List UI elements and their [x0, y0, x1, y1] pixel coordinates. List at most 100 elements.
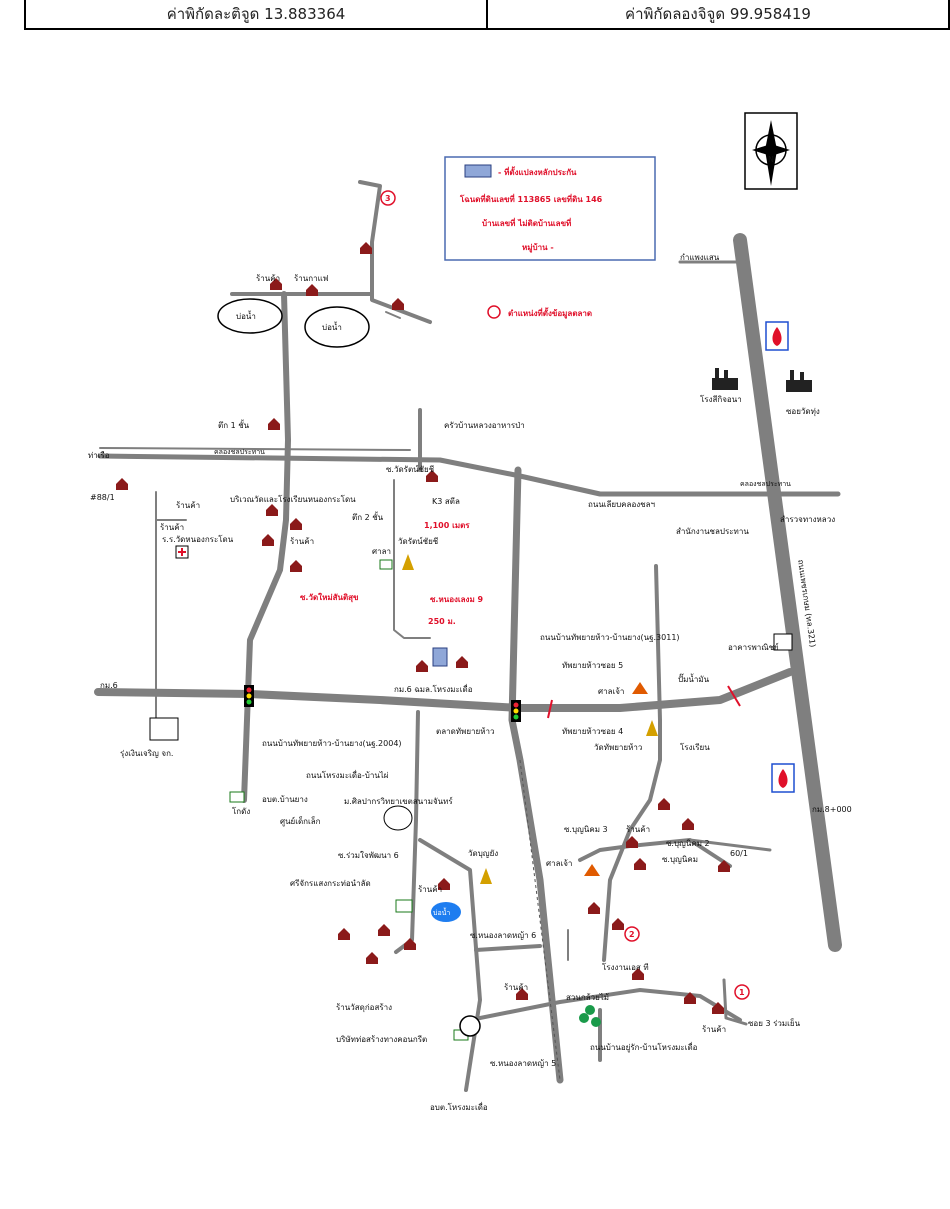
label-soi-nong2: ซ.หนองลาดหญ้า 6: [470, 931, 536, 940]
label-km-mark: กม.8+000: [812, 805, 852, 814]
label-shrine: ศาลเจ้า: [598, 687, 624, 696]
label-school-w: ร.ร.วัดหนองกระโดน: [162, 534, 234, 544]
label-childcare: ศูนย์เด็กเล็ก: [280, 816, 321, 827]
label-factory: โรงสีกิจอนา: [700, 394, 742, 404]
longitude-cell: ค่าพิกัดลองจิจูด 99.958419: [486, 0, 948, 28]
label-addr: #88/1: [90, 493, 115, 502]
shrine-icon: [632, 682, 648, 694]
legend-marker-text: ตำแหน่งที่ตั้งข้อมูลตลาด: [508, 307, 592, 319]
label-warehouse: โกดัง: [232, 806, 250, 816]
label-soi-nong: ซ.หนองเลงม 9: [430, 595, 484, 604]
label-factory2: โรงงานเอส ที: [602, 962, 649, 972]
label-soi-e: ซอยวัดทุ่ง: [786, 407, 820, 416]
label-gas: ปั๊มน้ำมัน: [678, 673, 710, 684]
gas-station-icon: [765, 321, 789, 351]
label-market-tai: ตลาดทัพยายห้าว: [436, 727, 494, 736]
temple-icon-3: [480, 868, 492, 884]
label-addr-e: 60/1: [730, 849, 748, 858]
pond-2: [304, 306, 370, 348]
pond-2-label: บ่อน้ำ: [322, 321, 342, 332]
label-kamphaeng: กำแพงแสน: [680, 253, 720, 262]
label-km6-west: กม.6: [100, 681, 118, 690]
label-obt: อบต.บ้านยาง: [262, 795, 308, 804]
label-soi-wat-mai: ซ.วัดใหม่สันติสุข: [300, 592, 359, 603]
mail-icon-2: [229, 791, 245, 803]
mail-icon-3: [395, 899, 413, 913]
legend-box: - ที่ตั้งแปลงหลักประกัน โฉนดที่ดินเลขที่…: [444, 156, 656, 261]
label-office: สำนักงานชลประทาน: [676, 527, 749, 536]
label-soi-bun3: ซ.บุญนิคม 3: [564, 825, 608, 834]
label-canal-name-east: คลองชลประทาน: [740, 480, 791, 488]
label-road-2004: ถนนบ้านทัพยายห้าว-บ้านยาง(นฐ.2004): [262, 739, 402, 748]
label-soi-bun2: ซ.บุญนิคม 2: [666, 839, 710, 848]
collateral-plot-icon: [432, 647, 448, 667]
market-marker-3-icon: [380, 190, 396, 206]
shrine-icon-2: [584, 864, 600, 876]
coordinates-header: ค่าพิกัดละติจูด 13.883364 ค่าพิกัดลองจิจ…: [24, 0, 950, 30]
roong-building: [149, 717, 179, 741]
legend-line1: - ที่ตั้งแปลงหลักประกัน: [498, 166, 577, 177]
label-forest: สำรวจทางหลวง: [780, 515, 835, 524]
label-soi-rama: ซ.ร่วมใจพัฒนา 6: [338, 851, 399, 860]
pond-1: [217, 298, 283, 334]
label-soi5: ทัพยายห้าวซอย 5: [562, 661, 623, 670]
label-soi-nong5: ซ.หนองลาดหญ้า 5: [490, 1059, 556, 1068]
label-univ: ม.ศิลปากรวิทยาเขตสนามจันทร์: [344, 796, 453, 806]
label-pipe: บริษัทท่อสร้างทางคอนกรีต: [336, 1035, 427, 1044]
marker-1-label: 1: [739, 988, 745, 997]
label-obt-nong: อบต.โหรงมะเดื่อ: [430, 1101, 488, 1112]
label-pier: ท่าเรือ: [88, 451, 110, 460]
park-icon: [579, 1005, 601, 1027]
blue-pond-icon: [431, 902, 461, 922]
pond-1-label: บ่อน้ำ: [236, 310, 256, 321]
label-wat-rat: วัดรัตน์ชัยชี: [398, 536, 439, 546]
label-supply: ร้านวัสดุก่อสร้าง: [336, 1003, 392, 1012]
label-soi4: ทัพยายห้าวซอย 4: [562, 727, 623, 736]
label-kitchen: ครัวบ้านหลวงอาหารป่า: [444, 421, 525, 430]
north-letter: N: [768, 155, 774, 164]
blue-pond-label: บ่อน้ำ: [433, 906, 450, 917]
hospital-icon: [175, 545, 189, 559]
marker-2-label: 2: [629, 930, 635, 939]
traffic-light-icon-2: [511, 700, 521, 722]
label-park: สวนกล้วยไม้: [566, 993, 609, 1002]
label-shop-w1: ร้านค้า: [176, 501, 200, 510]
legend-line3: บ้านเลขที่ ไม่ติดบ้านเลขที่: [482, 217, 571, 228]
label-shop-w2: ร้านค้า: [160, 523, 184, 532]
label-shop-s1: ร้านค้า: [418, 885, 442, 894]
latitude-cell: ค่าพิกัดละติจูด 13.883364: [166, 5, 346, 23]
label-bldg1: ตึก 1 ชั้น: [218, 419, 250, 430]
label-dist1: 1,100 เมตร: [424, 521, 470, 530]
label-bldg2: ตึก 2 ชั้น: [352, 511, 384, 522]
label-canal-name: คลองชลประทาน: [214, 448, 265, 456]
label-road-3011: ถนนบ้านทัพยายห้าว-บ้านยาง(นฐ.3011): [540, 633, 680, 642]
label-road-nong: ถนนโหรงมะเดื่อ-บ้านไผ่: [306, 769, 389, 780]
label-chicken: ศรีจักรแสงกระท่อนำลัด: [290, 879, 371, 888]
label-soi-wat-rat: ซ.วัดรัตน์ชัยชี: [386, 464, 435, 474]
label-shrine2: ศาลเจ้า: [546, 859, 572, 868]
market-marker-1-icon: [734, 984, 750, 1000]
label-wat-tai: วัดทัพยายห้าว: [594, 743, 642, 752]
north-arrow-icon: N: [744, 112, 798, 190]
univ-pond: [383, 805, 413, 831]
commercial-building: [773, 633, 793, 651]
house-icons: [116, 242, 730, 1014]
label-coffee: ร้านกาแฟ: [294, 274, 329, 283]
label-dist2: 250 ม.: [428, 617, 456, 626]
label-soi3: ซอย 3 ร่วมเย็น: [748, 1018, 801, 1028]
legend-line4: หมู่บ้าน -: [522, 242, 554, 253]
marker-3-label: 3: [385, 194, 391, 203]
legend-line2: โฉนดที่ดินเลขที่ 113865 เลขที่ดิน 146: [459, 193, 603, 204]
roundabout: [459, 1015, 481, 1037]
label-road-south: ถนนบ้านอยู่รัก-บ้านโหรงมะเดื่อ: [590, 1041, 698, 1053]
mail-icon: [379, 559, 393, 570]
label-school-e: โรงเรียน: [680, 742, 710, 752]
label-wat-area: บริเวณวัดและโรงเรียนหนองกระโดน: [230, 494, 356, 504]
roads: [94, 180, 842, 1092]
label-shop-e2: ร้านค้า: [702, 1025, 726, 1034]
label-shop-s2: ร้านค้า: [504, 983, 528, 992]
label-rama: อาคารพาณิชย์: [728, 642, 779, 652]
label-sala: ศาลา: [372, 547, 391, 556]
gas-station-icon-2: [771, 763, 795, 793]
label-shop-mid: ร้านค้า: [290, 537, 314, 546]
